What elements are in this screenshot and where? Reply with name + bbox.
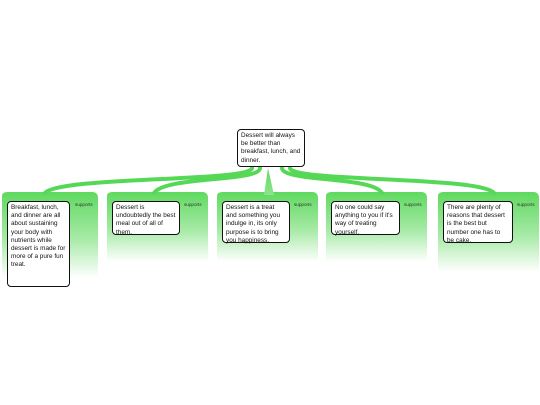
supports-tag-1: supports [75, 202, 93, 207]
reason-box-3[interactable]: Dessert is a treat and something you ind… [222, 201, 290, 244]
connector-5 [288, 166, 496, 195]
connector-3 [264, 168, 274, 195]
supports-tag-2: supports [184, 202, 202, 207]
supports-tag-3: supports [294, 202, 312, 207]
connector-2 [152, 166, 262, 195]
claim-box[interactable]: Dessert will always be better than break… [237, 129, 305, 167]
reason-box-1[interactable]: Breakfast, lunch, and dinner are all abo… [7, 201, 70, 287]
reason-box-5[interactable]: There are plenty of reasons that dessert… [443, 201, 513, 244]
reason-box-2[interactable]: Dessert is undoubtedly the best meal out… [112, 201, 180, 236]
connector-1 [43, 166, 254, 195]
reason-box-4[interactable]: No one could say anything to you if it's… [331, 201, 400, 236]
supports-tag-4: supports [404, 202, 422, 207]
supports-tag-5: supports [517, 202, 535, 207]
connector-4 [280, 166, 384, 195]
